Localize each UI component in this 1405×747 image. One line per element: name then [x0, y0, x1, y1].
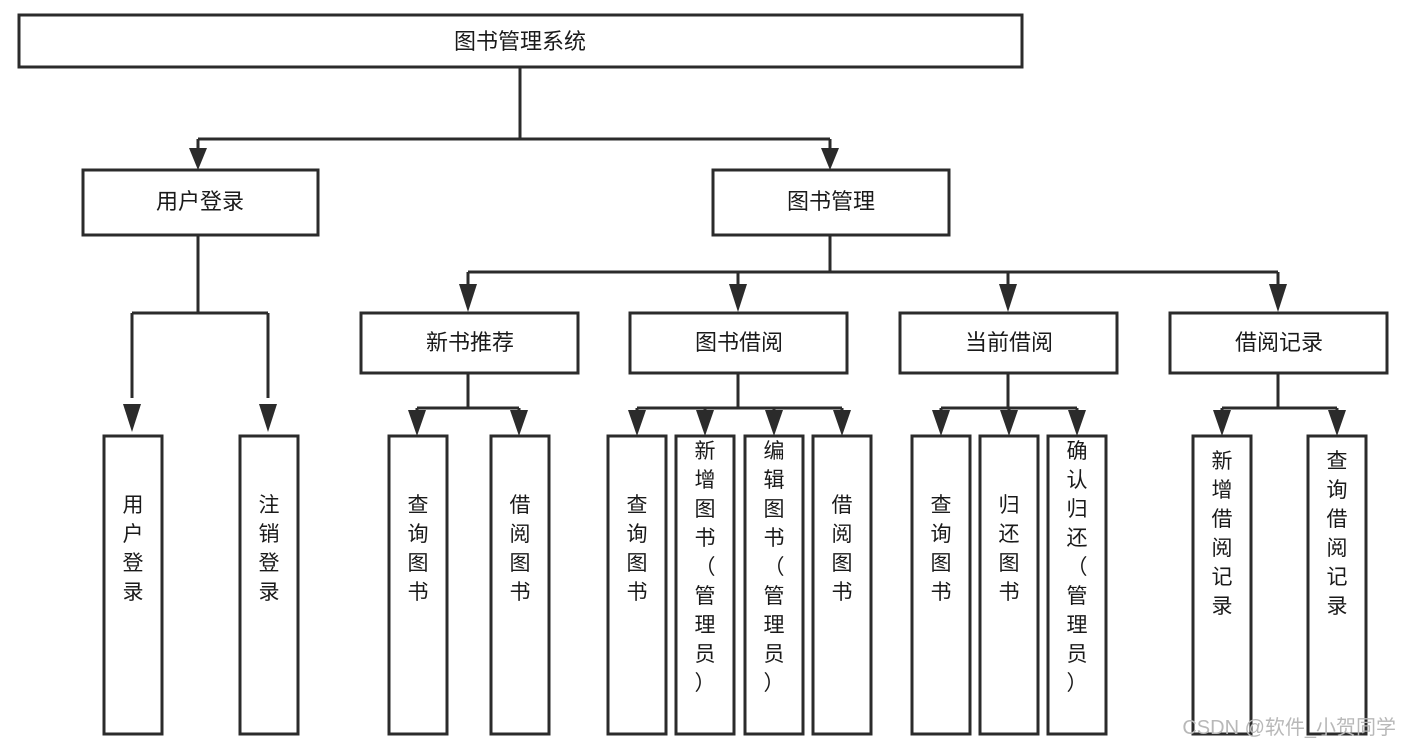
leaf-book-borrow-3-label: 借阅图书	[832, 494, 853, 604]
leaf-new-book-1-label: 借阅图书	[510, 494, 531, 604]
node-user-login-label: 用户登录	[156, 189, 244, 214]
node-root-label: 图书管理系统	[454, 29, 586, 54]
leaf-current-borrow-2[interactable]: 确认归还（管理员）	[1046, 434, 1108, 736]
node-root[interactable]: 图书管理系统	[17, 13, 1024, 69]
leaf-book-borrow-0-box[interactable]	[606, 434, 668, 736]
leaf-new-book-1[interactable]: 借阅图书	[489, 434, 551, 736]
leaf-user-login-0[interactable]: 用户登录	[102, 434, 164, 736]
leaf-book-borrow-2[interactable]: 编辑图书（管理员）	[743, 434, 805, 736]
arrow-leaf-book-borrow-0	[628, 410, 646, 436]
arrow-leaf-user-login-1	[259, 404, 277, 432]
arrow-leaf-current-borrow-1	[1000, 410, 1018, 436]
leaf-borrow-record-1[interactable]: 查询借阅记录	[1306, 434, 1368, 736]
arrow-leaf-current-borrow-0	[932, 410, 950, 436]
node-current-borrow-label: 当前借阅	[965, 330, 1053, 355]
leaf-book-borrow-0[interactable]: 查询图书	[606, 434, 668, 736]
arrow-to-borrow-record	[1269, 284, 1287, 312]
leaf-user-login-0-label: 用户登录	[123, 494, 144, 604]
node-borrow-record-label: 借阅记录	[1235, 330, 1323, 355]
node-user-login[interactable]: 用户登录	[81, 168, 320, 237]
leaf-current-borrow-1[interactable]: 归还图书	[978, 434, 1040, 736]
node-current-borrow[interactable]: 当前借阅	[898, 311, 1119, 375]
arrow-leaf-book-borrow-2	[765, 410, 783, 436]
leaf-book-borrow-2-box[interactable]	[743, 434, 805, 736]
node-book-manage-label: 图书管理	[787, 189, 875, 214]
node-book-borrow-box[interactable]	[628, 311, 849, 375]
leaf-user-login-1[interactable]: 注销登录	[238, 434, 300, 736]
node-book-manage[interactable]: 图书管理	[711, 168, 951, 237]
arrow-to-user-login	[189, 148, 207, 170]
arrow-leaf-new-book-0	[408, 410, 426, 436]
arrow-to-book-manage	[821, 148, 839, 170]
leaf-borrow-record-0-label: 新增借阅记录	[1212, 450, 1233, 618]
arrow-to-current-borrow	[999, 284, 1017, 312]
node-book-borrow[interactable]: 图书借阅	[628, 311, 849, 375]
node-book-borrow-label: 图书借阅	[695, 330, 783, 355]
node-new-book-recommend-label: 新书推荐	[426, 330, 514, 355]
leaf-book-borrow-1-box[interactable]	[674, 434, 736, 736]
leaf-borrow-record-1-label: 查询借阅记录	[1327, 450, 1348, 618]
leaf-book-borrow-0-label: 查询图书	[627, 494, 648, 604]
connectors-layer	[123, 67, 1346, 436]
arrow-leaf-new-book-1	[510, 410, 528, 436]
arrow-leaf-book-borrow-1	[696, 410, 714, 436]
arrow-to-new-book	[459, 284, 477, 312]
leaf-borrow-record-1-box[interactable]	[1306, 434, 1368, 736]
leaf-book-borrow-2-label: 编辑图书（管理员）	[764, 440, 785, 695]
arrow-leaf-book-borrow-3	[833, 410, 851, 436]
leaf-new-book-1-box[interactable]	[489, 434, 551, 736]
arrow-leaf-borrow-record-1	[1328, 410, 1346, 436]
arrow-leaf-borrow-record-0	[1213, 410, 1231, 436]
node-borrow-record[interactable]: 借阅记录	[1168, 311, 1389, 375]
watermark-label: CSDN @软件_小贺同学	[1182, 716, 1396, 739]
leaf-book-borrow-1[interactable]: 新增图书（管理员）	[674, 434, 736, 736]
node-new-book-recommend-box[interactable]	[359, 311, 580, 375]
leaf-current-borrow-0[interactable]: 查询图书	[910, 434, 972, 736]
leaf-current-borrow-0-box[interactable]	[910, 434, 972, 736]
leaf-user-login-1-box[interactable]	[238, 434, 300, 736]
leaf-new-book-0-box[interactable]	[387, 434, 449, 736]
leaf-borrow-record-0[interactable]: 新增借阅记录	[1191, 434, 1253, 736]
node-user-login-box[interactable]	[81, 168, 320, 237]
leaf-current-borrow-2-box[interactable]	[1046, 434, 1108, 736]
arrow-leaf-user-login-0	[123, 404, 141, 432]
leaf-new-book-0[interactable]: 查询图书	[387, 434, 449, 736]
arrow-leaf-current-borrow-2	[1068, 410, 1086, 436]
leaf-book-borrow-3[interactable]: 借阅图书	[811, 434, 873, 736]
leaf-current-borrow-0-label: 查询图书	[931, 494, 952, 604]
arrow-to-book-borrow	[729, 284, 747, 312]
leaf-borrow-record-0-box[interactable]	[1191, 434, 1253, 736]
leaf-book-borrow-3-box[interactable]	[811, 434, 873, 736]
node-borrow-record-box[interactable]	[1168, 311, 1389, 375]
node-current-borrow-box[interactable]	[898, 311, 1119, 375]
leaf-current-borrow-1-box[interactable]	[978, 434, 1040, 736]
leaf-current-borrow-2-label: 确认归还（管理员）	[1067, 440, 1088, 695]
leaf-user-login-1-label: 注销登录	[259, 494, 280, 604]
node-new-book-recommend[interactable]: 新书推荐	[359, 311, 580, 375]
leaf-new-book-0-label: 查询图书	[408, 494, 429, 604]
node-root-box[interactable]	[17, 13, 1024, 69]
leaf-user-login-0-box[interactable]	[102, 434, 164, 736]
node-book-manage-box[interactable]	[711, 168, 951, 237]
leaf-book-borrow-1-label: 新增图书（管理员）	[695, 440, 716, 695]
leaf-current-borrow-1-label: 归还图书	[999, 494, 1020, 604]
